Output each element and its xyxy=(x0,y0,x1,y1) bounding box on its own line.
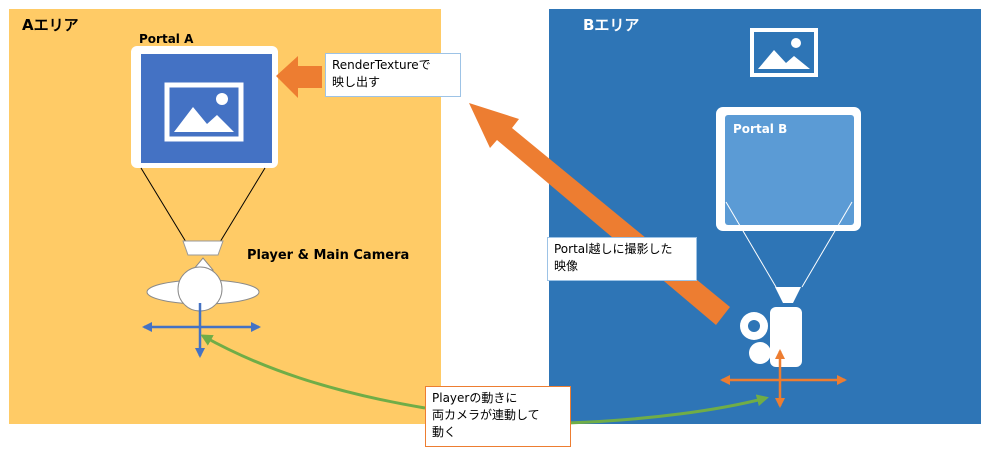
callout-player-line-1: Playerの動きに xyxy=(432,391,518,405)
area-a-title: Aエリア xyxy=(22,16,79,34)
callout-portal-line-1: Portal越しに撮影した xyxy=(554,242,673,256)
callout-player-sync: Playerの動きに 両カメラが連動して 動く xyxy=(425,386,571,447)
player-label: Player & Main Camera xyxy=(247,248,410,263)
area-b-title: Bエリア xyxy=(583,16,640,34)
camera-icon xyxy=(740,307,802,367)
callout-portal-footage: Portal越しに撮影した 映像 xyxy=(547,237,697,281)
portal-a xyxy=(131,46,278,168)
player-icon xyxy=(146,257,260,312)
callout-player-line-3: 動く xyxy=(432,425,457,439)
callout-portal-line-2: 映像 xyxy=(554,259,579,273)
callout-render-texture: RenderTextureで 映し出す xyxy=(325,53,461,97)
portal-b xyxy=(716,107,861,231)
portal-b-label: Portal B xyxy=(733,122,788,136)
image-icon xyxy=(750,28,818,77)
callout-player-line-2: 両カメラが連動して xyxy=(432,408,540,422)
image-icon xyxy=(164,82,244,142)
callout-render-line-1: RenderTextureで xyxy=(332,58,431,72)
portal-a-label: Portal A xyxy=(139,32,194,46)
callout-render-line-2: 映し出す xyxy=(332,75,381,89)
